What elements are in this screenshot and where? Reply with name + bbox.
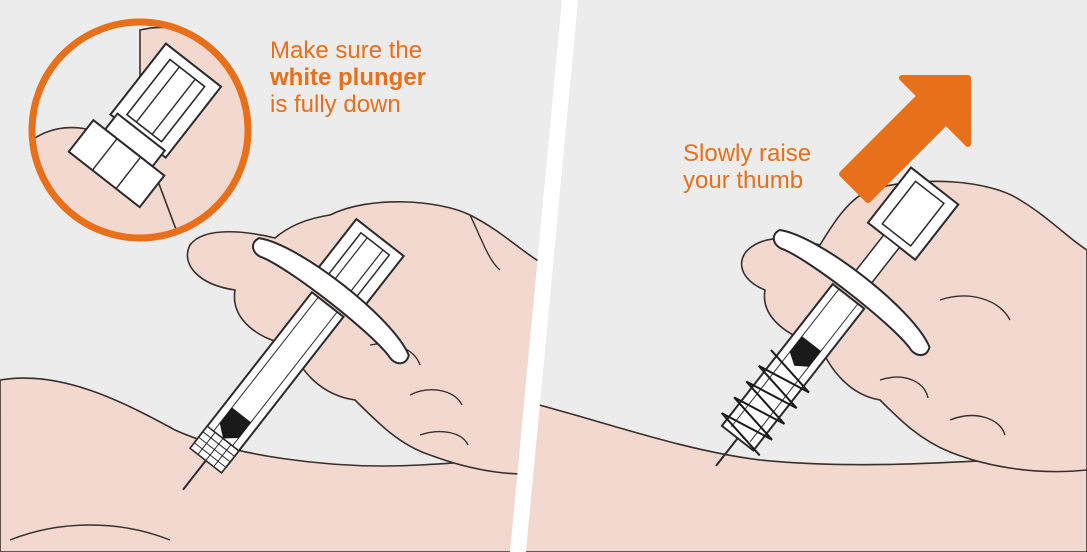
caption-line: your thumb [683, 167, 863, 194]
step-caption-left: Make sure the white plunger is fully dow… [270, 37, 530, 118]
caption-line: Slowly raise [683, 140, 863, 167]
caption-line: Make sure the [270, 37, 530, 64]
caption-line: is fully down [270, 91, 530, 118]
caption-emphasis: white plunger [270, 64, 426, 91]
step-caption-right: Slowly raise your thumb [683, 140, 863, 194]
caption-bold-line: white plunger [270, 64, 530, 91]
